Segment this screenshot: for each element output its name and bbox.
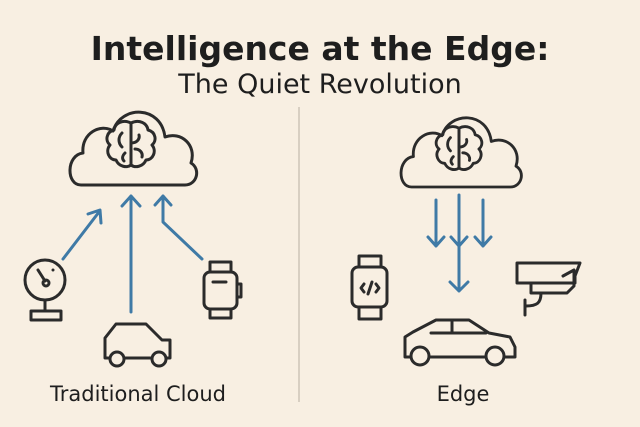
gauge-sensor-icon — [23, 258, 67, 322]
page-title: Intelligence at the Edge: — [91, 29, 550, 68]
smartwatch-code-icon — [350, 254, 389, 321]
car-icon — [403, 318, 517, 367]
edge-label: Edge — [437, 382, 490, 406]
car-icon — [103, 322, 172, 368]
cloud-brain-icon — [399, 116, 523, 189]
traditional-cloud-label: Traditional Cloud — [49, 382, 226, 406]
page-subtitle: The Quiet Revolution — [177, 69, 461, 100]
download-arrows — [426, 193, 493, 293]
security-camera-icon — [515, 261, 582, 317]
upload-arrows — [61, 194, 204, 314]
cloud-brain-icon — [68, 110, 199, 187]
smartwatch-icon — [202, 260, 243, 320]
